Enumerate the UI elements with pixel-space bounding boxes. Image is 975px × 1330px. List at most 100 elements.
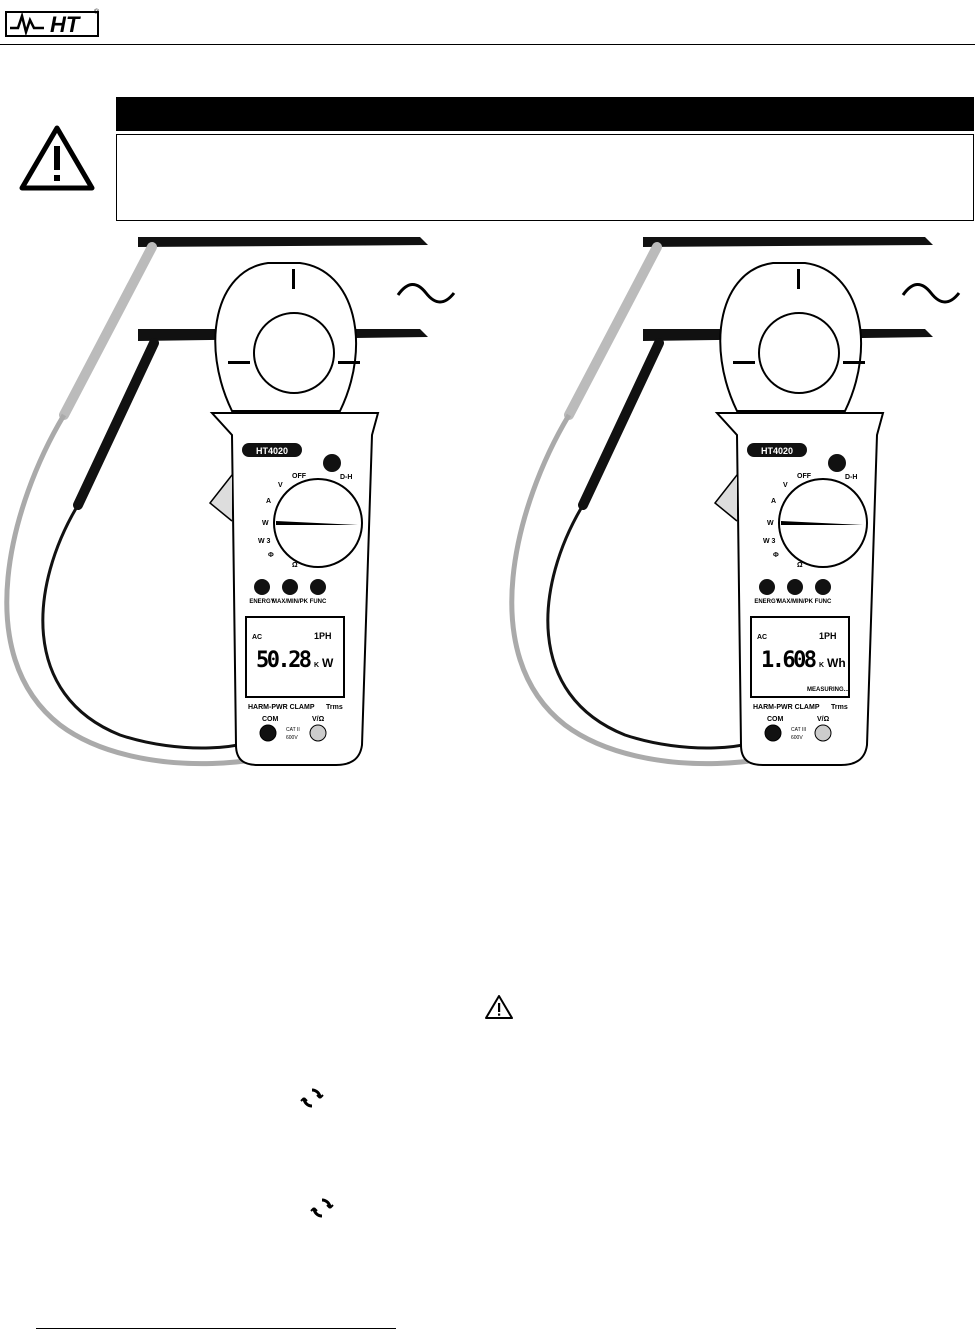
warning-text-box: [116, 134, 974, 221]
dial-label-phi: Φ: [268, 552, 274, 559]
vohm-label: V/Ω: [312, 716, 325, 723]
jaw-mark: [228, 361, 250, 364]
function-button: [787, 579, 803, 595]
cycle-icon: [310, 1198, 334, 1218]
dial-pointer: [781, 521, 863, 525]
rating-label: 600V: [286, 735, 298, 741]
logo-mark: ®: [94, 8, 100, 16]
model-label: HT4020: [761, 446, 793, 456]
vohm-terminal: [814, 724, 832, 742]
trigger: [713, 474, 738, 522]
lcd-value: 1.608: [761, 648, 817, 673]
lcd-phase: 1PH: [314, 631, 332, 641]
ac-sine-icon: [396, 283, 456, 304]
model-badge: [747, 443, 807, 457]
dial-label-off: OFF: [797, 473, 812, 480]
logo-text: HT: [50, 12, 81, 37]
model-badge: [242, 443, 302, 457]
lcd-status: MEASURING...: [807, 687, 849, 693]
dial-label-w: W: [262, 520, 269, 527]
black-lead: [41, 504, 270, 750]
jaw-opening: [758, 312, 840, 394]
dial-pointer: [276, 521, 358, 525]
lcd-unit: W: [322, 656, 334, 670]
footnote-rule: [36, 1328, 396, 1329]
cat-label: CAT II: [286, 727, 300, 733]
backlight-label: D-H: [845, 474, 857, 481]
dial-label-a: A: [266, 498, 271, 505]
dial-label-w3: W 3: [763, 538, 776, 545]
jaw-mark: [797, 269, 800, 289]
ac-sine-icon: [901, 283, 961, 304]
dial-label-v: V: [278, 482, 283, 489]
button-label: FUNC: [815, 599, 832, 605]
com-terminal: [764, 724, 782, 742]
dial-label-v: V: [783, 482, 788, 489]
dial-label-w: W: [767, 520, 774, 527]
trms-label: Trms: [831, 704, 848, 711]
lcd-display: [750, 616, 850, 698]
lcd-unit: Wh: [827, 656, 846, 670]
brand-line: HARM-PWR CLAMP: [248, 704, 315, 711]
com-terminal: [259, 724, 277, 742]
jaw-opening: [253, 312, 335, 394]
lcd-mode: AC: [252, 634, 262, 641]
trigger: [208, 474, 233, 522]
dial-label-off: OFF: [292, 473, 307, 480]
brand-line: HARM-PWR CLAMP: [753, 704, 820, 711]
lcd-prefix: K: [819, 662, 824, 669]
jaw-mark: [733, 361, 755, 364]
jaw-mark: [292, 269, 295, 289]
button-label: MAX/MIN/PK: [777, 599, 814, 605]
com-label: COM: [262, 716, 279, 723]
dial-label-w3: W 3: [258, 538, 271, 545]
function-button: [815, 579, 831, 595]
vohm-terminal: [309, 724, 327, 742]
backlight-button: [828, 454, 846, 472]
header-rule: [0, 44, 975, 45]
dial-label-ohm: Ω: [797, 562, 803, 569]
upper-conductor: [643, 237, 933, 247]
function-button: [759, 579, 775, 595]
cycle-icon: [300, 1088, 324, 1108]
jaw-mark: [338, 361, 360, 364]
red-probe: [59, 242, 157, 420]
dial-label-ohm: Ω: [292, 562, 298, 569]
ht-logo: HT ®: [5, 8, 100, 37]
button-label: MAX/MIN/PK: [272, 599, 309, 605]
black-lead: [546, 504, 775, 750]
warning-triangle-icon: [19, 125, 95, 191]
warning-triangle-icon: [485, 995, 513, 1019]
vohm-label: V/Ω: [817, 716, 830, 723]
dial-label-phi: Φ: [773, 552, 779, 559]
black-probe: [578, 338, 664, 510]
lcd-phase: 1PH: [819, 631, 837, 641]
function-button: [254, 579, 270, 595]
button-label: ENERGY: [754, 599, 779, 605]
black-probe: [73, 338, 159, 510]
rotary-dial: [273, 478, 363, 568]
com-label: COM: [767, 716, 784, 723]
dial-label-a: A: [771, 498, 776, 505]
red-probe: [564, 242, 662, 420]
lcd-prefix: K: [314, 662, 319, 669]
trms-label: Trms: [326, 704, 343, 711]
lcd-mode: AC: [757, 634, 767, 641]
lcd-value: 50.28: [256, 648, 312, 673]
button-label: ENERGY: [249, 599, 274, 605]
model-label: HT4020: [256, 446, 288, 456]
function-button: [282, 579, 298, 595]
rating-label: 600V: [791, 735, 803, 741]
function-button: [310, 579, 326, 595]
cat-label: CAT III: [791, 727, 806, 733]
upper-conductor: [138, 237, 428, 247]
jaw-mark: [843, 361, 865, 364]
lcd-display: [245, 616, 345, 698]
backlight-label: D-H: [340, 474, 352, 481]
warning-title-bar: [116, 97, 974, 131]
backlight-button: [323, 454, 341, 472]
button-label: FUNC: [310, 599, 327, 605]
rotary-dial: [778, 478, 868, 568]
